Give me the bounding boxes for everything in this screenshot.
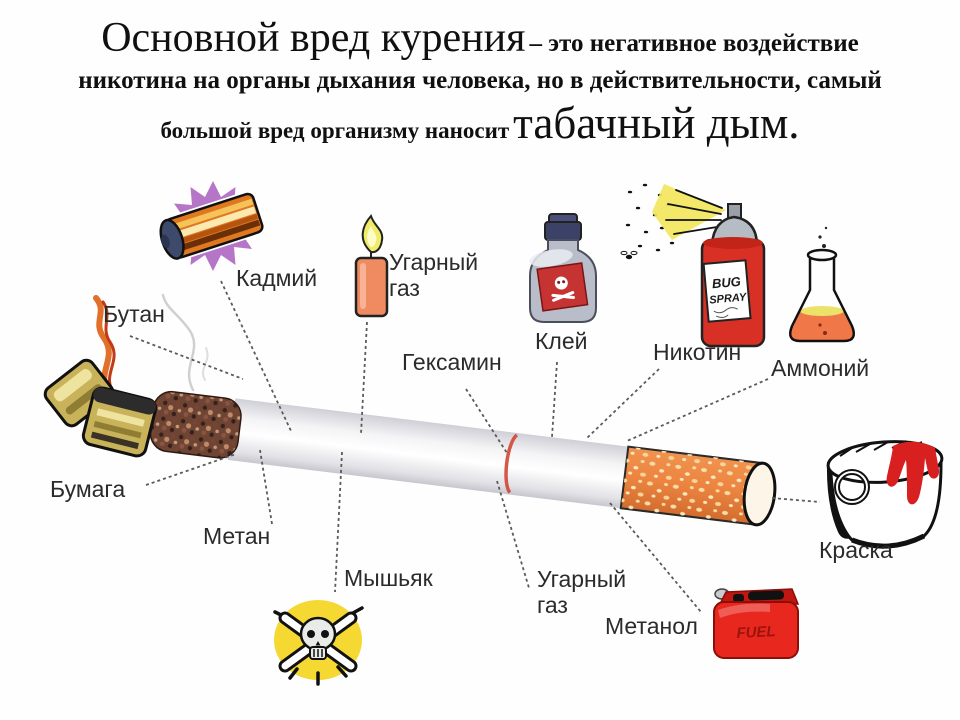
- substance-label-paint: Краска: [819, 537, 893, 563]
- substance-label-methanol: Метанол: [605, 613, 698, 639]
- substance-label-carbon-monoxide-top: Угарный газ: [389, 249, 479, 301]
- connector-line-carbon-monoxide-top: [360, 321, 368, 435]
- bug-spray-text-line1: BUG: [711, 274, 741, 291]
- substance-label-nicotine: Никотин: [653, 339, 742, 365]
- page-title: Основной вред курения – это негативное в…: [0, 16, 960, 146]
- title-line3-prefix: большой вред организму наносит: [160, 117, 510, 143]
- substance-label-arsenic: Мышьяк: [344, 565, 433, 591]
- cigarette-illustration: [149, 390, 777, 527]
- connector-line-glue: [551, 361, 558, 438]
- fuel-can-text: FUEL: [736, 623, 776, 642]
- smoke-wisp: [161, 293, 196, 392]
- skull-icon: [273, 600, 364, 686]
- bug-spray-text-line2: SPRAY: [709, 291, 749, 306]
- cigarette-filter-end: [742, 461, 777, 527]
- fuel-can-icon: FUEL: [713, 588, 800, 659]
- connector-line-ammonium: [626, 378, 769, 442]
- bug-spray-can-icon: BUG SPRAY: [620, 183, 766, 348]
- candle-icon: [354, 214, 389, 318]
- substance-label-glue: Клей: [535, 328, 588, 354]
- connector-line-butane: [129, 335, 244, 380]
- substance-label-carbon-monoxide-bottom: Угарный газ: [537, 566, 627, 618]
- title-line-1: Основной вред курения – это негативное в…: [0, 16, 960, 60]
- substance-label-methane: Метан: [203, 523, 271, 549]
- substance-label-paper: Бумага: [50, 476, 126, 502]
- battery-icon: [159, 181, 266, 271]
- substance-label-hexamine: Гексамин: [402, 349, 502, 375]
- title-emphasis: Основной вред курения: [101, 15, 526, 61]
- connector-line-paint: [771, 497, 821, 503]
- cigarette-burnt-tip: [149, 390, 242, 459]
- cigarette-paper-body: [227, 398, 633, 509]
- substance-label-cadmium: Кадмий: [236, 265, 318, 291]
- substance-label-ammonium: Аммоний: [771, 355, 870, 381]
- lighter-icon: [43, 295, 158, 458]
- paint-can-icon: [826, 440, 944, 549]
- cigarette-red-ring: [504, 433, 519, 494]
- title-line3-emphasis: табачный дым.: [513, 97, 800, 148]
- connector-line-paper: [145, 453, 237, 486]
- title-rest: – это негативное воздействие: [529, 30, 859, 57]
- filter-speckles: [620, 446, 766, 526]
- substance-label-butane: Бутан: [103, 301, 165, 327]
- flask-icon: [789, 226, 855, 343]
- title-line-3: большой вред организму наносит табачный …: [0, 97, 960, 148]
- title-line-2: никотина на органы дыхания человека, но …: [78, 67, 882, 95]
- connector-line-carbon-monoxide-bottom: [496, 480, 530, 589]
- glue-bottle-icon: [529, 213, 597, 323]
- paint-drip: [886, 441, 940, 505]
- fly: [620, 250, 638, 260]
- connector-line-arsenic: [334, 451, 343, 593]
- connector-line-methane: [259, 449, 273, 525]
- connector-line-hexamine: [465, 388, 508, 454]
- connector-line-nicotine: [586, 368, 660, 439]
